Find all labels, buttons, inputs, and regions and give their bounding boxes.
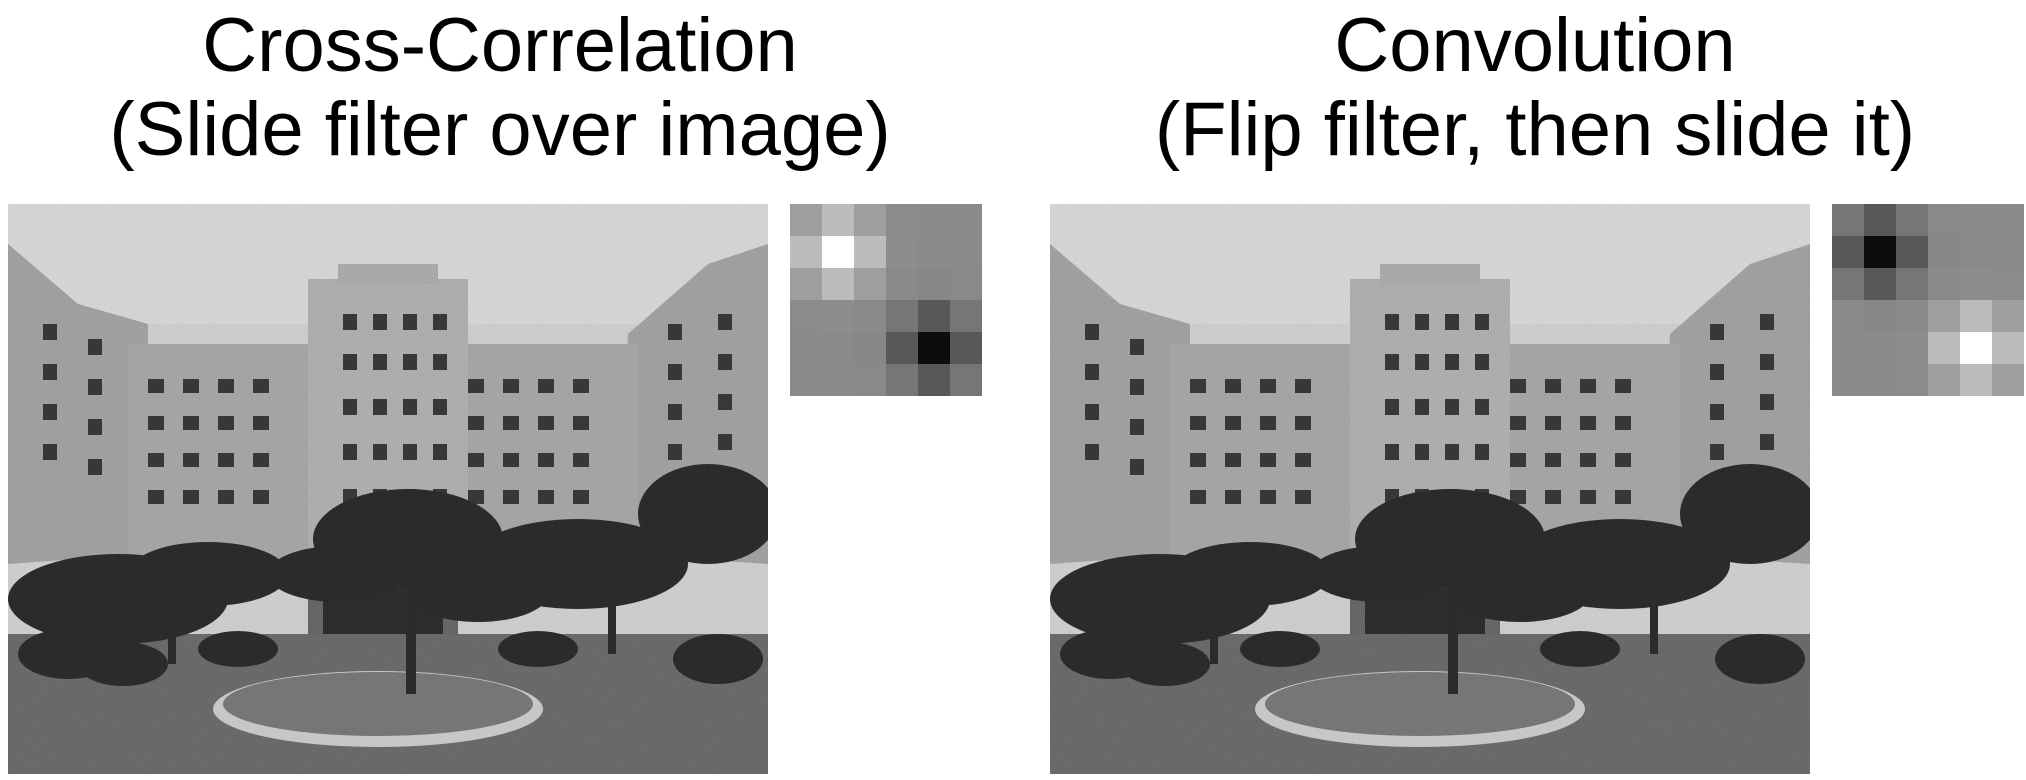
kernel-cell (918, 236, 950, 268)
kernel-cell (1960, 332, 1992, 364)
kernel-cell (790, 268, 822, 300)
kernel-cell (790, 364, 822, 396)
kernel-cell (1832, 332, 1864, 364)
kernel-cell (950, 364, 982, 396)
kernel-cell (1864, 364, 1896, 396)
kernel-cell (790, 300, 822, 332)
cross-correlation-input-image (8, 204, 768, 774)
convolution-title: Convolution (Flip filter, then slide it) (1035, 4, 2026, 172)
kernel-cell (822, 236, 854, 268)
kernel-cell (1832, 300, 1864, 332)
kernel-cell (854, 300, 886, 332)
kernel-cell (918, 268, 950, 300)
cross-correlation-filter-kernel (790, 204, 982, 396)
cross-correlation-title-line2: (Slide filter over image) (109, 87, 891, 172)
kernel-cell (854, 332, 886, 364)
kernel-cell (790, 204, 822, 236)
cross-correlation-title-line1: Cross-Correlation (202, 3, 798, 88)
convolution-input-image (1050, 204, 1810, 774)
kernel-cell (790, 332, 822, 364)
cross-correlation-title: Cross-Correlation (Slide filter over ima… (0, 4, 1000, 172)
kernel-cell (918, 204, 950, 236)
kernel-cell (1960, 236, 1992, 268)
kernel-cell (790, 236, 822, 268)
kernel-cell (886, 364, 918, 396)
kernel-cell (1960, 204, 1992, 236)
kernel-cell (886, 300, 918, 332)
kernel-cell (1992, 364, 2024, 396)
kernel-cell (1896, 300, 1928, 332)
kernel-cell (1832, 364, 1864, 396)
kernel-cell (886, 204, 918, 236)
kernel-cell (886, 268, 918, 300)
convolution-title-line2: (Flip filter, then slide it) (1154, 87, 1916, 172)
kernel-cell (1928, 300, 1960, 332)
kernel-cell (854, 236, 886, 268)
kernel-cell (1960, 268, 1992, 300)
kernel-cell (1896, 268, 1928, 300)
kernel-cell (1928, 236, 1960, 268)
kernel-cell (1832, 236, 1864, 268)
kernel-cell (1832, 204, 1864, 236)
kernel-cell (918, 364, 950, 396)
kernel-cell (1832, 268, 1864, 300)
kernel-cell (950, 300, 982, 332)
kernel-cell (886, 332, 918, 364)
kernel-cell (1864, 268, 1896, 300)
kernel-cell (950, 204, 982, 236)
kernel-cell (1992, 268, 2024, 300)
kernel-cell (854, 204, 886, 236)
kernel-cell (1992, 332, 2024, 364)
kernel-cell (1896, 204, 1928, 236)
kernel-cell (1896, 236, 1928, 268)
kernel-cell (886, 236, 918, 268)
kernel-cell (854, 268, 886, 300)
kernel-cell (918, 300, 950, 332)
kernel-cell (1864, 204, 1896, 236)
kernel-cell (822, 332, 854, 364)
convolution-title-line1: Convolution (1334, 3, 1736, 88)
kernel-cell (950, 268, 982, 300)
kernel-cell (1864, 332, 1896, 364)
kernel-cell (950, 332, 982, 364)
kernel-cell (822, 364, 854, 396)
kernel-cell (1992, 236, 2024, 268)
convolution-filter-kernel (1832, 204, 2024, 396)
kernel-cell (1928, 364, 1960, 396)
kernel-cell (1992, 300, 2024, 332)
kernel-cell (1928, 268, 1960, 300)
kernel-cell (1928, 332, 1960, 364)
kernel-cell (950, 236, 982, 268)
kernel-cell (822, 300, 854, 332)
kernel-cell (1960, 364, 1992, 396)
kernel-cell (1896, 332, 1928, 364)
kernel-cell (918, 332, 950, 364)
kernel-cell (1864, 236, 1896, 268)
kernel-cell (1960, 300, 1992, 332)
kernel-cell (1864, 300, 1896, 332)
kernel-cell (854, 364, 886, 396)
kernel-cell (1928, 204, 1960, 236)
kernel-cell (822, 268, 854, 300)
kernel-cell (822, 204, 854, 236)
kernel-cell (1992, 204, 2024, 236)
kernel-cell (1896, 364, 1928, 396)
